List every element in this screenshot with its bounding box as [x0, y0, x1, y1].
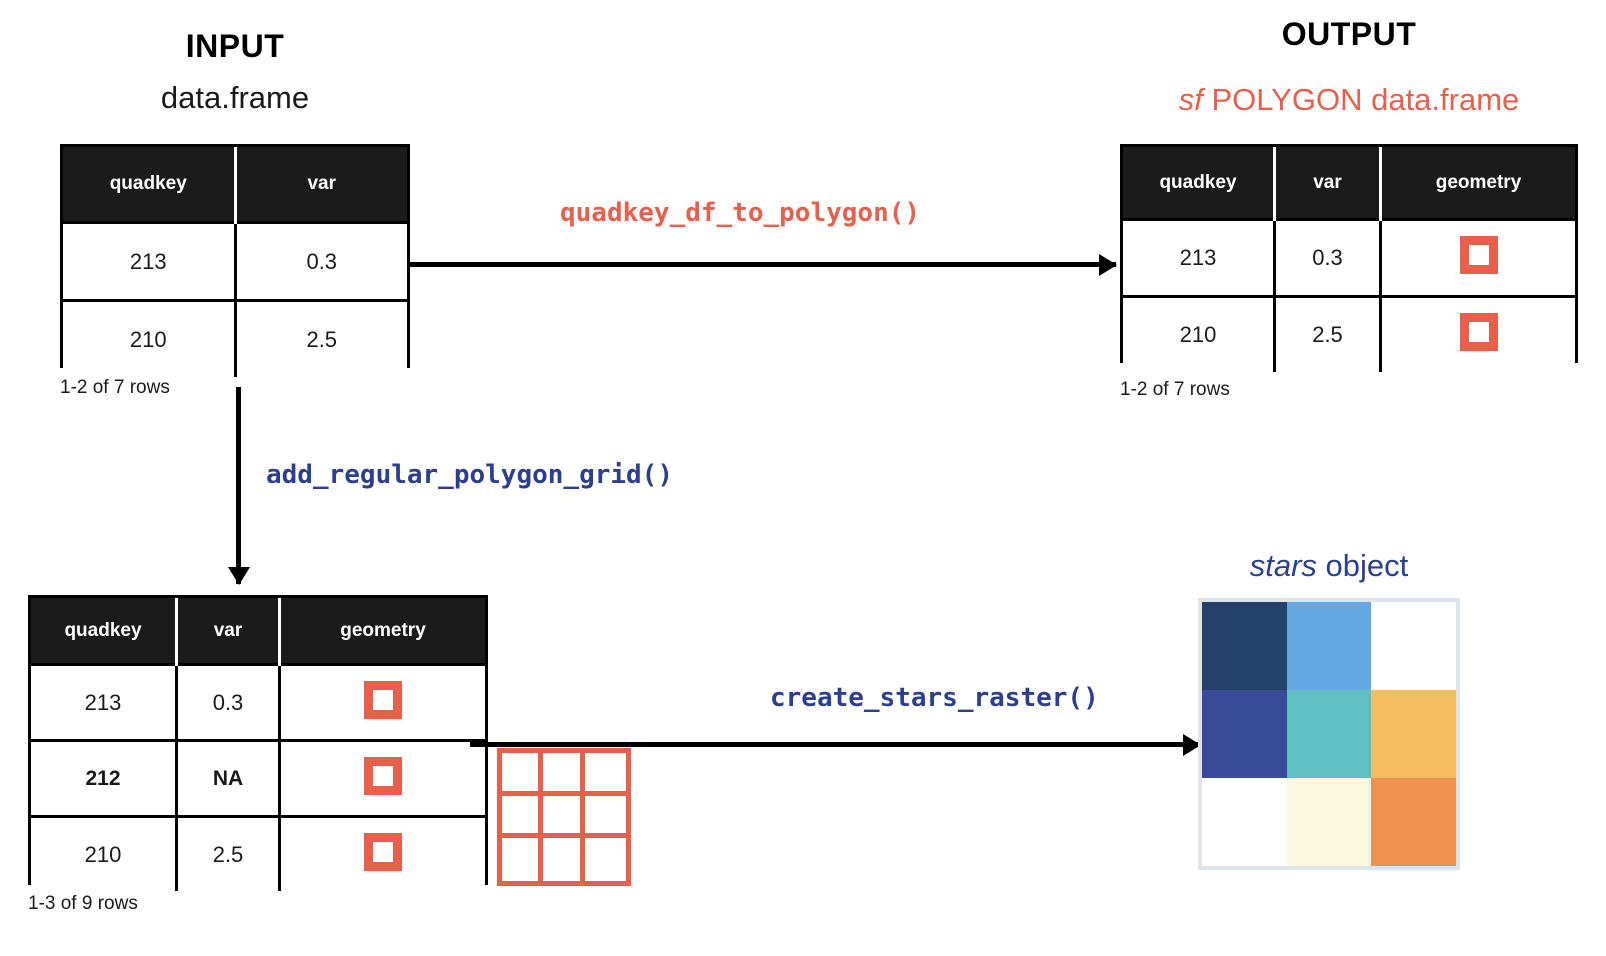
grid-cell-geometry-0	[279, 663, 485, 741]
grid-icon-cell	[543, 753, 585, 796]
table-row: 213 0.3	[1123, 218, 1575, 297]
output-cell-var-0: 0.3	[1274, 218, 1382, 297]
output-table-header-row: quadkey var geometry	[1123, 147, 1575, 220]
add-regular-polygon-grid-label: add_regular_polygon_grid()	[266, 460, 673, 490]
grid-icon-cell	[502, 753, 544, 796]
output-subtitle: sf POLYGON data.frame	[1120, 82, 1578, 118]
input-cell-quadkey-1: 210	[63, 299, 237, 377]
grid-table-header-row: quadkey var geometry	[31, 598, 485, 665]
input-cell-var-0: 0.3	[235, 221, 407, 301]
input-table: quadkey var 213 0.3 210 2.5	[60, 144, 410, 377]
grid-col-geometry: geometry	[279, 598, 485, 665]
output-subtitle-rest: POLYGON data.frame	[1202, 82, 1520, 117]
stars-raster	[1198, 598, 1460, 870]
output-cell-geometry-0	[1380, 218, 1575, 297]
grid-cell-quadkey-0: 213	[31, 663, 178, 741]
input-cell-quadkey-0: 213	[63, 221, 237, 301]
table-row: 210 2.5	[1123, 295, 1575, 372]
grid-cell-quadkey-1: 212	[31, 739, 178, 817]
grid-cell-var-2: 2.5	[176, 815, 281, 891]
grid-col-quadkey: quadkey	[31, 598, 178, 665]
polygon-square-icon	[364, 756, 402, 795]
input-table-header-row: quadkey var	[63, 147, 407, 223]
table-row: 213 0.3	[31, 663, 485, 741]
input-cell-var-1: 2.5	[235, 299, 407, 377]
output-subtitle-italic: sf	[1178, 82, 1203, 117]
stars-title-italic: stars	[1249, 548, 1317, 583]
grid-table: quadkey var geometry 213 0.3 212 NA	[28, 595, 488, 891]
output-cell-quadkey-0: 213	[1123, 218, 1276, 297]
output-col-geometry: geometry	[1380, 147, 1575, 220]
polygon-square-icon	[364, 832, 402, 871]
output-cell-geometry-1	[1380, 295, 1575, 372]
table-row: 213 0.3	[63, 221, 407, 301]
output-table: quadkey var geometry 213 0.3 210 2.5	[1120, 144, 1578, 372]
arrow-grid-to-stars	[470, 742, 1200, 747]
arrow-input-to-grid	[236, 387, 241, 584]
grid-icon-cell	[584, 838, 626, 881]
input-rows-caption: 1-2 of 7 rows	[60, 377, 170, 398]
table-row: 210 2.5	[31, 815, 485, 891]
quadkey-df-to-polygon-label: quadkey_df_to_polygon()	[560, 198, 921, 228]
grid-icon-cell	[584, 753, 626, 796]
output-rows-caption: 1-2 of 7 rows	[1120, 379, 1230, 400]
output-cell-var-1: 2.5	[1274, 295, 1382, 372]
grid-cell-quadkey-2: 210	[31, 815, 178, 891]
table-row: 212 NA	[31, 739, 485, 817]
output-cell-quadkey-1: 210	[1123, 295, 1276, 372]
raster-cell-r0c1	[1286, 602, 1372, 690]
grid-icon-cell	[502, 795, 544, 839]
stars-title: stars object	[1198, 548, 1460, 584]
raster-cell-r1c2	[1371, 690, 1456, 778]
grid-icon-cell	[543, 838, 585, 881]
grid-col-var: var	[176, 598, 281, 665]
raster-cell-r2c1	[1286, 778, 1372, 866]
grid-icon-cell	[502, 838, 544, 881]
grid-rows-caption: 1-3 of 9 rows	[28, 893, 138, 914]
input-col-var: var	[235, 147, 407, 223]
grid-cell-geometry-2	[279, 815, 485, 891]
polygon-square-icon	[364, 680, 402, 719]
input-title: INPUT	[185, 28, 285, 64]
raster-cell-r1c1	[1286, 690, 1372, 778]
raster-cell-r0c0	[1202, 602, 1287, 690]
output-title: OUTPUT	[1281, 16, 1417, 52]
grid-cell-var-0: 0.3	[176, 663, 281, 741]
raster-cell-r1c0	[1202, 690, 1287, 778]
output-col-quadkey: quadkey	[1123, 147, 1276, 220]
input-col-quadkey: quadkey	[63, 147, 237, 223]
grid-cell-var-1: NA	[176, 739, 281, 817]
polygon-square-icon	[1459, 236, 1498, 274]
output-col-var: var	[1274, 147, 1382, 220]
polygon-square-icon	[1459, 313, 1498, 351]
input-subtitle: data.frame	[160, 80, 310, 115]
grid-icon-cell	[584, 795, 626, 839]
grid-icon-cell	[543, 795, 585, 839]
grid-cell-geometry-1	[279, 739, 485, 817]
raster-cell-r2c0	[1202, 778, 1287, 866]
create-stars-raster-label: create_stars_raster()	[770, 683, 1099, 713]
regular-polygon-grid-3x3-icon	[497, 748, 631, 886]
stars-title-rest: object	[1316, 548, 1409, 583]
raster-cell-r2c2	[1371, 778, 1456, 866]
raster-cell-r0c2	[1371, 602, 1456, 690]
arrow-input-to-output	[410, 262, 1116, 267]
table-row: 210 2.5	[63, 299, 407, 377]
